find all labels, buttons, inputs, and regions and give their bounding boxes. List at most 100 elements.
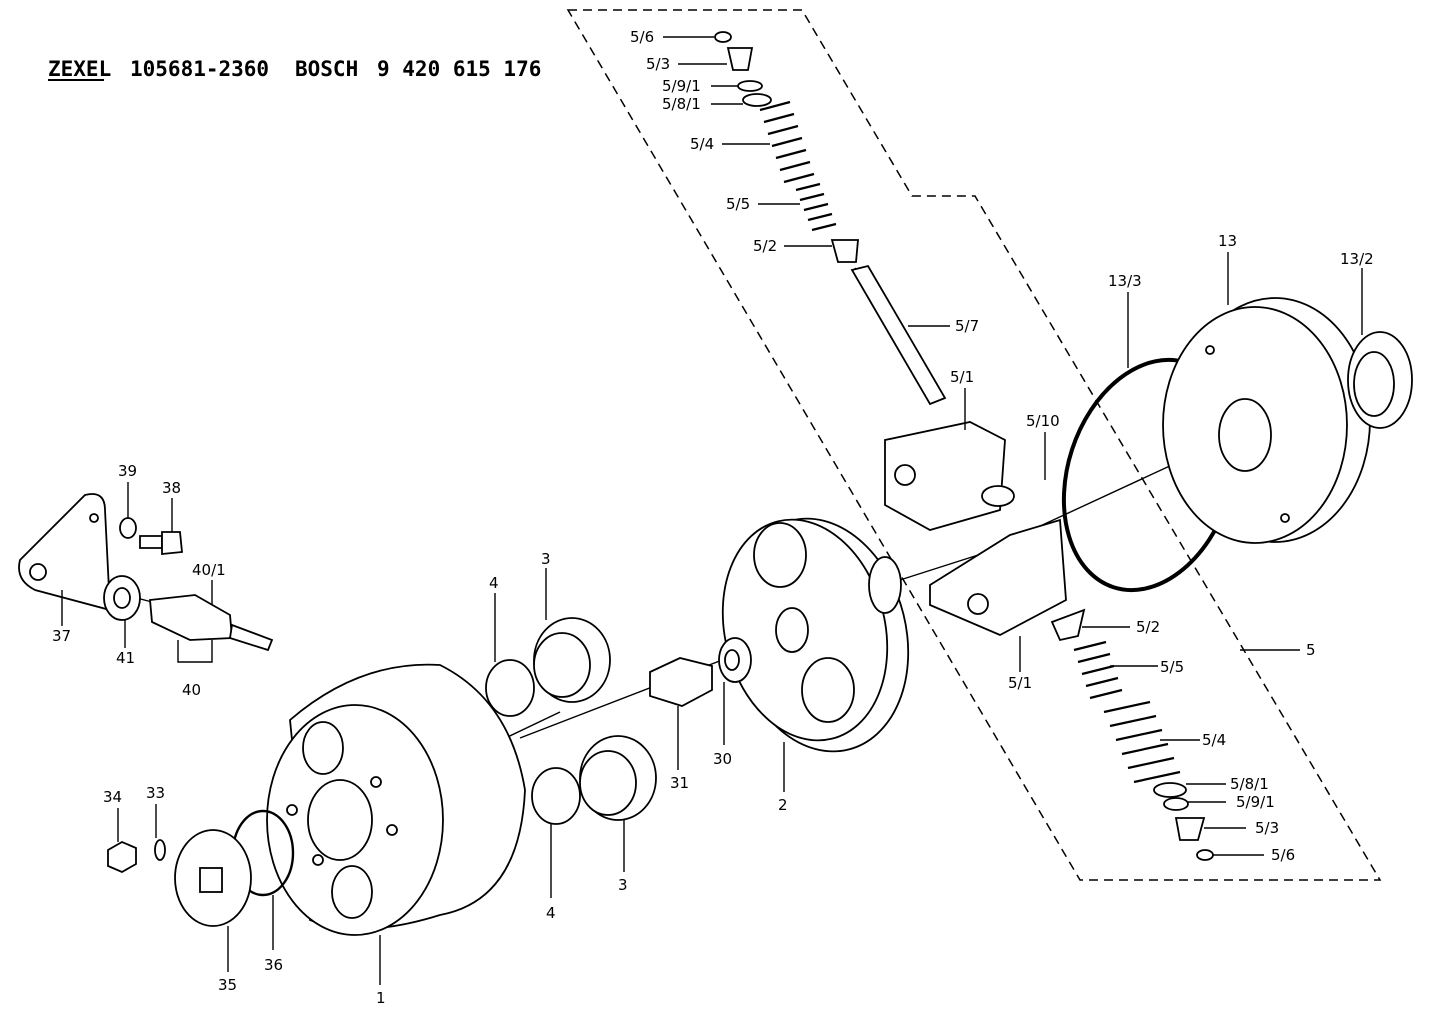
label-5-6-top: 5/6	[630, 28, 654, 46]
label-4-lower: 4	[546, 904, 556, 922]
cover-13-hole-top	[1205, 345, 1215, 355]
assembly-5-boundary	[566, 9, 1382, 881]
washer-5-9-1-bottom	[1163, 797, 1189, 811]
label-5-2-bottom: 5/2	[1136, 618, 1160, 636]
label-39: 39	[118, 462, 137, 480]
label-13-2: 13/2	[1340, 250, 1374, 268]
disk-2-hub	[868, 556, 902, 614]
washer-5-8-1-top	[742, 93, 772, 107]
bushing-3-lower-inner	[579, 750, 637, 816]
label-5-4-bottom: 5/4	[1202, 731, 1226, 749]
label-40-1: 40/1	[192, 561, 226, 579]
housing-1-bolt-hole-d	[312, 854, 324, 866]
upper-valve-stack	[714, 31, 947, 406]
cone-5-2-top	[830, 239, 859, 263]
disk-2-port-bottom	[801, 657, 855, 723]
spring-5-4-top	[759, 100, 815, 184]
cover-13-bore	[1218, 398, 1272, 472]
label-5-2-top: 5/2	[753, 237, 777, 255]
block-5-1-upper-pin	[894, 464, 916, 486]
label-13: 13	[1218, 232, 1237, 250]
seat-5-3-top	[726, 47, 754, 71]
spring-5-5-bottom	[1073, 640, 1123, 700]
brand-zexel: ZEXEL	[48, 57, 111, 81]
label-5-6-bottom: 5/6	[1271, 846, 1295, 864]
label-5-7: 5/7	[955, 317, 979, 335]
housing-1-port-top	[302, 721, 344, 775]
housing-1-center-bore	[307, 779, 373, 861]
cap-5-6-top	[714, 31, 732, 43]
part-labels: 5/6 5/3 5/9/1 5/8/1 5/4 5/5 5/2 5/7 5/1 …	[52, 28, 1374, 1007]
spring-5-4-bottom	[1103, 700, 1181, 784]
washer-30-hole	[724, 649, 740, 671]
plug-35-square-socket	[199, 867, 223, 893]
rod-5-7	[850, 264, 947, 406]
bolt-34	[107, 840, 137, 874]
label-36: 36	[264, 956, 283, 974]
spring-5-5-top	[795, 182, 837, 232]
brand-bosch: BOSCH	[295, 57, 358, 81]
washer-33	[154, 839, 166, 861]
housing-1-bolt-hole-a	[370, 776, 382, 788]
sensor-40-lead	[228, 623, 274, 652]
label-5-1-upper: 5/1	[950, 368, 974, 386]
bushing-3-upper-inner	[533, 632, 591, 698]
bracket-37	[18, 493, 111, 612]
label-30: 30	[713, 750, 732, 768]
disk-2-bore	[775, 607, 809, 653]
disk-2-port-top	[753, 522, 807, 588]
block-5-1-upper	[884, 421, 1006, 531]
label-5-5-bottom: 5/5	[1160, 658, 1184, 676]
piston-4-lower	[531, 767, 581, 825]
leader-lines	[61, 36, 1363, 985]
washer-5-9-1-top	[737, 80, 763, 92]
housing-1-port-bottom	[331, 865, 373, 919]
label-5-5-top: 5/5	[726, 195, 750, 213]
cover-13-hole-bottom	[1280, 513, 1290, 523]
label-5-3-bottom: 5/3	[1255, 819, 1279, 837]
label-3-upper: 3	[541, 550, 551, 568]
housing-1-bolt-hole-b	[286, 804, 298, 816]
seal-13-2-inner	[1353, 351, 1395, 417]
seat-5-3-bottom	[1174, 817, 1206, 841]
block-5-1-lower	[929, 518, 1067, 636]
washer-5-8-1-bottom	[1153, 782, 1187, 798]
valve-5-10	[981, 485, 1015, 507]
bracket-37-hole-small	[89, 513, 99, 523]
label-5: 5	[1306, 641, 1316, 659]
piston-4-upper	[485, 659, 535, 717]
nut-31	[649, 657, 713, 707]
seal-41-hole	[113, 587, 131, 609]
label-2: 2	[778, 796, 788, 814]
bolt-38-shank	[139, 535, 163, 549]
label-37: 37	[52, 627, 71, 645]
label-5-9-1-bottom: 5/9/1	[1236, 793, 1275, 811]
bolt-38-head	[161, 531, 183, 555]
label-5-4-top: 5/4	[690, 135, 714, 153]
washer-39	[119, 517, 137, 539]
label-35: 35	[218, 976, 237, 994]
label-5-8-1-bottom: 5/8/1	[1230, 775, 1269, 793]
block-5-1-lower-pin	[967, 593, 989, 615]
label-5-1-lower: 5/1	[1008, 674, 1032, 692]
label-33: 33	[146, 784, 165, 802]
label-1: 1	[376, 989, 386, 1007]
label-38: 38	[162, 479, 181, 497]
lower-valve-stack	[1050, 608, 1214, 861]
label-40: 40	[182, 681, 201, 699]
cap-5-6-bottom	[1196, 849, 1214, 861]
label-31: 31	[670, 774, 689, 792]
label-5-3-top: 5/3	[646, 55, 670, 73]
label-5-10: 5/10	[1026, 412, 1060, 430]
label-3-lower: 3	[618, 876, 628, 894]
housing-1-bolt-hole-c	[386, 824, 398, 836]
zexel-part-number: 105681-2360	[130, 57, 269, 81]
bosch-part-number: 9 420 615 176	[377, 57, 541, 81]
bracket-37-hole-large	[29, 563, 47, 581]
label-13-3: 13/3	[1108, 272, 1142, 290]
label-5-9-1-top: 5/9/1	[662, 77, 701, 95]
cone-5-2-bottom	[1050, 608, 1086, 642]
label-34: 34	[103, 788, 122, 806]
